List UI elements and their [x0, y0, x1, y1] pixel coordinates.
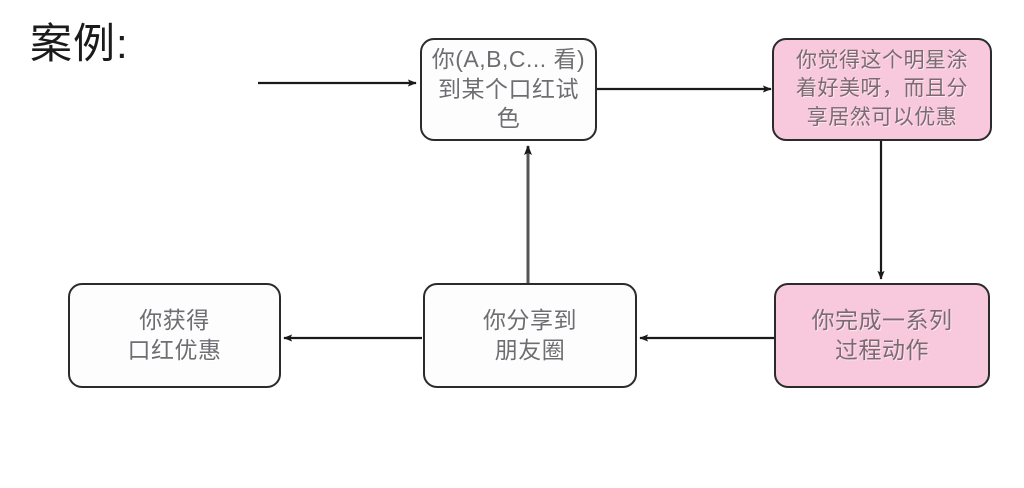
node-feel-pretty-label: 你觉得这个明星涂 着好美呀，而且分 享居然可以优惠 [796, 48, 968, 129]
node-complete-actions-label: 你完成一系列 过程动作 [811, 306, 953, 363]
node-see-lipstick-label: 你(A,B,C... 看) 到某个口红试色 [431, 45, 586, 132]
node-complete-actions[interactable]: 你完成一系列 过程动作 [774, 283, 990, 388]
node-see-lipstick[interactable]: 你(A,B,C... 看) 到某个口红试色 [420, 38, 597, 141]
node-feel-pretty[interactable]: 你觉得这个明星涂 着好美呀，而且分 享居然可以优惠 [772, 38, 992, 141]
node-share-moments-label: 你分享到 朋友圈 [483, 306, 577, 363]
page-title: 案例: [30, 20, 129, 67]
node-share-moments[interactable]: 你分享到 朋友圈 [423, 283, 637, 388]
node-get-discount-label: 你获得 口红优惠 [127, 306, 222, 363]
node-get-discount[interactable]: 你获得 口红优惠 [68, 283, 281, 388]
